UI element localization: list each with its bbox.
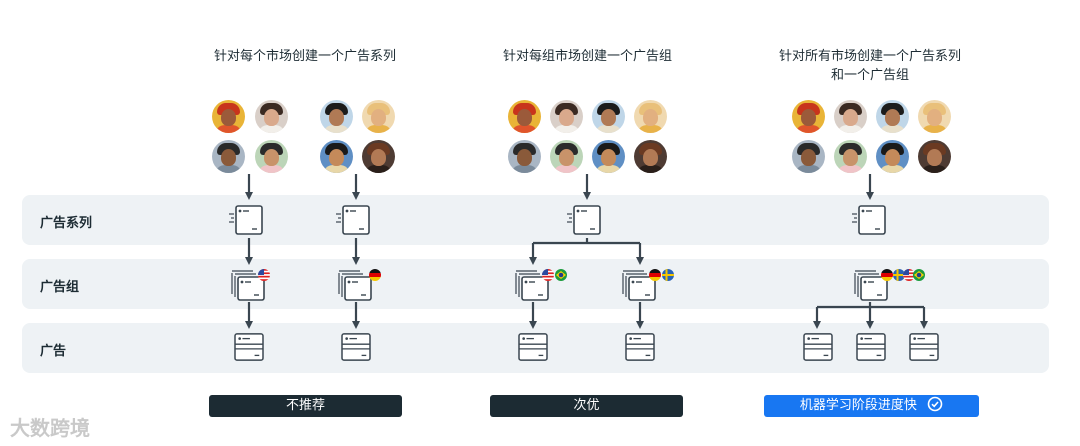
avatar — [255, 140, 288, 173]
germany-flag-icon — [369, 269, 381, 281]
column-1-diagram — [245, 174, 360, 329]
avatar — [918, 100, 951, 133]
ad-icon — [909, 333, 939, 361]
avatar — [592, 140, 625, 173]
germany-flag-icon — [649, 269, 661, 281]
badge-not-recommended: 不推荐 — [209, 395, 402, 417]
avatar — [834, 100, 867, 133]
column-3-diagram — [813, 174, 928, 329]
badge-suboptimal: 次优 — [490, 395, 683, 417]
avatar — [212, 140, 245, 173]
avatar — [362, 140, 395, 173]
column-title-3: 针对所有市场创建一个广告系列 和一个广告组 — [778, 49, 961, 83]
ad-icon — [803, 333, 833, 361]
ad-icon — [856, 333, 886, 361]
avatar — [634, 100, 667, 133]
ad-icon — [518, 333, 548, 361]
avatar — [550, 100, 583, 133]
germany-flag-icon — [881, 269, 893, 281]
avatar — [320, 100, 353, 133]
ad-icon — [234, 333, 264, 361]
us-flag-icon — [542, 269, 554, 281]
avatar — [876, 100, 909, 133]
avatar — [212, 100, 245, 133]
badge-fast-learning: 机器学习阶段进度快 — [764, 395, 979, 417]
brazil-flag-icon — [913, 269, 925, 281]
column-title-2: 针对每组市场创建一个广告组 — [502, 49, 672, 64]
avatar — [592, 100, 625, 133]
us-flag-icon — [258, 269, 270, 281]
watermark: 大数跨境 — [10, 416, 90, 440]
campaign-icon — [229, 205, 263, 235]
avatar — [255, 100, 288, 133]
avatar — [634, 140, 667, 173]
avatar — [834, 140, 867, 173]
avatar — [508, 100, 541, 133]
avatar — [792, 100, 825, 133]
ad-icon — [341, 333, 371, 361]
avatar — [362, 100, 395, 133]
avatar — [792, 140, 825, 173]
check-circle-icon — [927, 396, 943, 412]
row-label-adset: 广告组 — [40, 280, 80, 295]
campaign-icon — [336, 205, 370, 235]
brazil-flag-icon — [555, 269, 567, 281]
avatar — [508, 140, 541, 173]
column-title-1: 针对每个市场创建一个广告系列 — [213, 49, 396, 64]
column-2-diagram — [529, 174, 644, 329]
avatar — [918, 140, 951, 173]
row-label-campaign: 广告系列 — [40, 216, 93, 231]
campaign-icon — [567, 205, 601, 235]
sweden-flag-icon — [662, 269, 674, 281]
ad-icon — [625, 333, 655, 361]
row-label-ad: 广告 — [40, 344, 67, 359]
avatar — [876, 140, 909, 173]
campaign-icon — [852, 205, 886, 235]
avatar — [550, 140, 583, 173]
adset-icon — [338, 270, 372, 301]
avatar — [320, 140, 353, 173]
